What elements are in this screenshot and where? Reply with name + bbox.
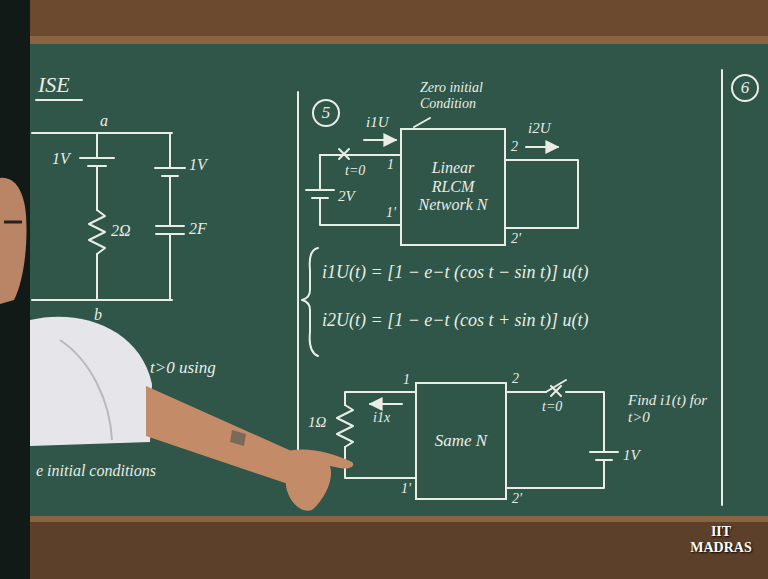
equation: i2U(t) = [1 − e−t (cos t + sin t)] u(t): [322, 310, 589, 331]
curly-brace: [302, 248, 318, 356]
circuit-wire: [507, 392, 604, 488]
glasses: [4, 221, 22, 224]
instruction-text: e initial conditions: [36, 462, 156, 480]
terminal-label: 2: [512, 371, 519, 387]
resistor-value: 1Ω: [308, 414, 326, 431]
wood-frame: [0, 0, 768, 42]
forearm: [146, 386, 298, 486]
current-arrow: [370, 403, 402, 405]
question-text: Find i1(t) for t>0: [628, 392, 714, 427]
problem-number: 6: [741, 78, 750, 98]
watch: [230, 430, 246, 446]
switch-symbol: [551, 386, 561, 396]
leader-line: [414, 118, 430, 127]
network-box: Linear RLCM Network N: [400, 128, 506, 246]
problem-number: 5: [322, 103, 331, 123]
terminal-label: 2': [511, 231, 521, 247]
circuit-wire: [169, 133, 171, 300]
switch-symbol: [339, 149, 349, 159]
battery-symbol: [80, 158, 114, 166]
divider-line: [721, 70, 723, 505]
terminal-label: 1: [403, 372, 410, 388]
chalk-ledge: [0, 518, 768, 579]
current-label: i1U: [366, 114, 389, 131]
circuit-wire: [506, 160, 578, 228]
sleeve-fold: [60, 340, 112, 440]
resistor-value: 2Ω: [111, 222, 131, 240]
terminal-label: 2': [512, 491, 522, 507]
lecturer-head: [0, 178, 27, 304]
switch-time: t=0: [345, 163, 365, 179]
battery-symbol: [590, 452, 618, 460]
frame-edge: [0, 36, 768, 44]
note-text: Zero initial Condition: [420, 80, 512, 112]
box-label: Same N: [427, 425, 495, 457]
heading-underline: [36, 99, 82, 101]
terminal-label: 2: [511, 139, 518, 155]
circuit-wire: [320, 154, 400, 156]
equation: i1U(t) = [1 − e−t (cos t − sin t)] u(t): [322, 262, 589, 283]
shirt-sleeve: [30, 317, 152, 446]
divider-line: [297, 92, 299, 505]
resistor-symbol: [89, 210, 105, 254]
current-arrow: [364, 139, 396, 141]
left-shadow: [0, 0, 30, 579]
box-label: Linear RLCM Network N: [402, 153, 504, 220]
battery-symbol: [155, 168, 185, 176]
source-value: 1V: [623, 447, 640, 464]
network-box: Same N: [415, 382, 507, 500]
hand: [285, 450, 353, 511]
number-circle: [313, 100, 339, 126]
current-arrow: [526, 146, 558, 148]
heading-fragment: ISE: [38, 72, 70, 97]
node-name: a: [100, 112, 108, 130]
node-name: b: [94, 306, 102, 324]
current-label: i1x: [373, 410, 390, 426]
capacitor-value: 2F: [189, 220, 207, 238]
circuit-wire: [345, 392, 415, 478]
resistor-symbol: [337, 405, 353, 447]
source-value: 2V: [338, 188, 355, 205]
current-label: i2U: [528, 120, 551, 137]
terminal-label: 1': [386, 205, 396, 221]
instruction-text: t>0 using: [150, 358, 216, 378]
number-circle: [732, 75, 758, 101]
switch-time: t=0: [542, 399, 562, 415]
source-value: 1V: [189, 156, 207, 174]
terminal-label: 1: [387, 157, 394, 173]
watermark: IIT MADRAS: [684, 524, 758, 556]
source-value: 1V: [52, 150, 70, 168]
capacitor-symbol: [156, 226, 184, 234]
terminal-label: 1': [401, 481, 411, 497]
ledge-edge: [0, 516, 768, 522]
circuit-wire: [32, 133, 172, 300]
battery-symbol: [306, 190, 334, 198]
